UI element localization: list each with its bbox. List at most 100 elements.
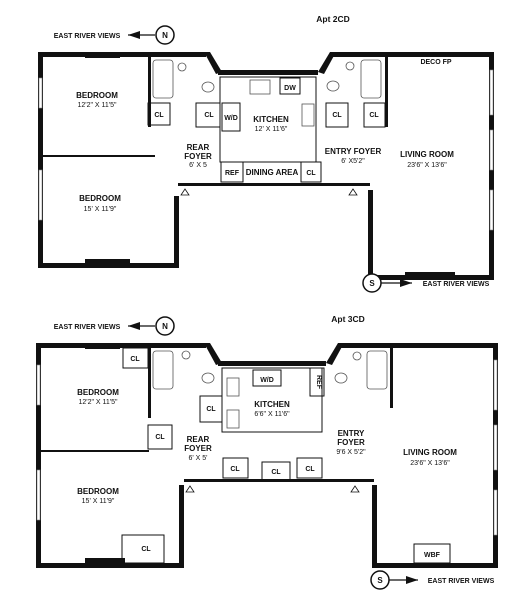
- dw-label: DW: [284, 85, 296, 92]
- living-room-name: LIVING ROOM: [400, 150, 454, 159]
- living-room-dim: 23'6" X 13'6": [410, 460, 450, 467]
- closet-label: CL: [306, 170, 316, 177]
- toilet-icon: [201, 372, 215, 384]
- view-label-bottom: EAST RIVER VIEWS: [423, 281, 490, 288]
- wall: [184, 479, 374, 482]
- wall: [178, 183, 370, 186]
- plan-title: Apt 3CD: [331, 314, 365, 324]
- bathtub-icon: [152, 59, 174, 99]
- dishwasher-box: [279, 77, 301, 95]
- entry-arrow-icon: [348, 188, 358, 196]
- wall: [38, 52, 206, 57]
- bedroom-1-name: BEDROOM: [77, 388, 119, 397]
- stove-icon: [226, 409, 240, 429]
- window: [36, 469, 41, 521]
- entry-foyer-name: ENTRY: [338, 429, 365, 438]
- entry-arrow-icon: [185, 485, 195, 493]
- closet-label: CL: [130, 356, 140, 363]
- window: [489, 189, 494, 231]
- bedroom-2-dim: 15' X 11'9": [84, 206, 117, 213]
- kitchen-name: KITCHEN: [253, 115, 289, 124]
- ref-label: REF: [315, 375, 322, 390]
- wd-label: W/D: [260, 377, 274, 384]
- kitchen-dim: 12' X 11'6": [255, 126, 288, 133]
- wall: [218, 361, 326, 366]
- compass-n-label: N: [162, 322, 168, 331]
- living-room-name: LIVING ROOM: [403, 448, 457, 457]
- wall: [372, 563, 498, 568]
- entry-foyer-name2: FOYER: [337, 438, 365, 447]
- rear-foyer-name: REAR: [187, 143, 210, 152]
- closet-box: [363, 102, 386, 128]
- compass-s-label: S: [369, 279, 375, 288]
- closet-box: [121, 534, 165, 564]
- view-label-top: EAST RIVER VIEWS: [54, 33, 121, 40]
- closet-label: CL: [141, 546, 151, 553]
- closet-box: [325, 102, 349, 128]
- wall: [332, 52, 494, 57]
- window: [493, 424, 498, 471]
- rear-foyer-name: REAR: [187, 435, 210, 444]
- rear-foyer-dim: 6' X 5': [188, 455, 207, 462]
- wall: [43, 155, 155, 157]
- closet-box: [300, 161, 322, 183]
- bedroom-2-dim: 15' X 11'9": [82, 498, 115, 505]
- closet-box: [222, 457, 249, 479]
- closet-label: CL: [230, 466, 240, 473]
- wall: [85, 52, 120, 58]
- washer-dryer-box: [252, 369, 282, 387]
- closet-label: CL: [155, 434, 165, 441]
- wall: [204, 52, 222, 74]
- bathtub-icon: [360, 59, 382, 99]
- wall: [218, 70, 318, 75]
- wall: [368, 275, 494, 280]
- bedroom-2-name: BEDROOM: [79, 194, 121, 203]
- closet-label: CL: [332, 112, 342, 119]
- wall: [38, 52, 43, 268]
- kitchen-area: [221, 367, 323, 433]
- wall: [85, 558, 125, 565]
- kitchen-sink-icon: [226, 377, 240, 397]
- plan-apt-3cd: Apt 3CD EAST RIVER VIEWS N CL CL CL CL: [36, 314, 498, 590]
- closet-box: [296, 457, 323, 479]
- stove-icon: [301, 103, 315, 127]
- entry-arrow-icon: [180, 188, 190, 196]
- dining-area-label: DINING AREA: [246, 168, 299, 177]
- wall: [174, 196, 179, 268]
- compass-north-icon: [155, 25, 175, 45]
- compass-arrow-icon: [400, 279, 412, 287]
- washer-dryer-box: [221, 102, 241, 132]
- wall: [204, 343, 222, 365]
- compass-arrow-icon: [128, 31, 140, 39]
- wall: [405, 272, 455, 277]
- wall: [148, 348, 151, 418]
- wall: [85, 343, 120, 349]
- closet-box: [147, 102, 171, 126]
- living-room-dim: 23'6" X 13'6": [407, 162, 447, 169]
- plan-title: Apt 2CD: [316, 14, 350, 24]
- entry-foyer-dim: 9'6 X 5'2": [336, 449, 366, 456]
- closet-label: CL: [204, 112, 214, 119]
- wall: [368, 190, 373, 280]
- bedroom-2-name: BEDROOM: [77, 487, 119, 496]
- bedroom-1-name: BEDROOM: [76, 91, 118, 100]
- closet-box: [147, 424, 173, 450]
- closet-label: CL: [206, 406, 216, 413]
- wall: [372, 485, 377, 568]
- rear-foyer-name2: FOYER: [184, 152, 212, 161]
- toilet-icon: [326, 80, 340, 92]
- deco-fp-label: DECO FP: [420, 59, 451, 66]
- wall: [340, 343, 498, 348]
- window: [36, 364, 41, 406]
- view-label-top: EAST RIVER VIEWS: [54, 324, 121, 331]
- sink-icon: [177, 62, 187, 72]
- ref-label: REF: [225, 170, 240, 177]
- wall: [318, 52, 336, 74]
- closet-label: CL: [154, 112, 164, 119]
- window: [489, 69, 494, 116]
- entry-foyer-name: ENTRY FOYER: [325, 147, 382, 156]
- wd-label: W/D: [224, 115, 238, 122]
- wall: [385, 57, 388, 127]
- wall: [36, 563, 184, 568]
